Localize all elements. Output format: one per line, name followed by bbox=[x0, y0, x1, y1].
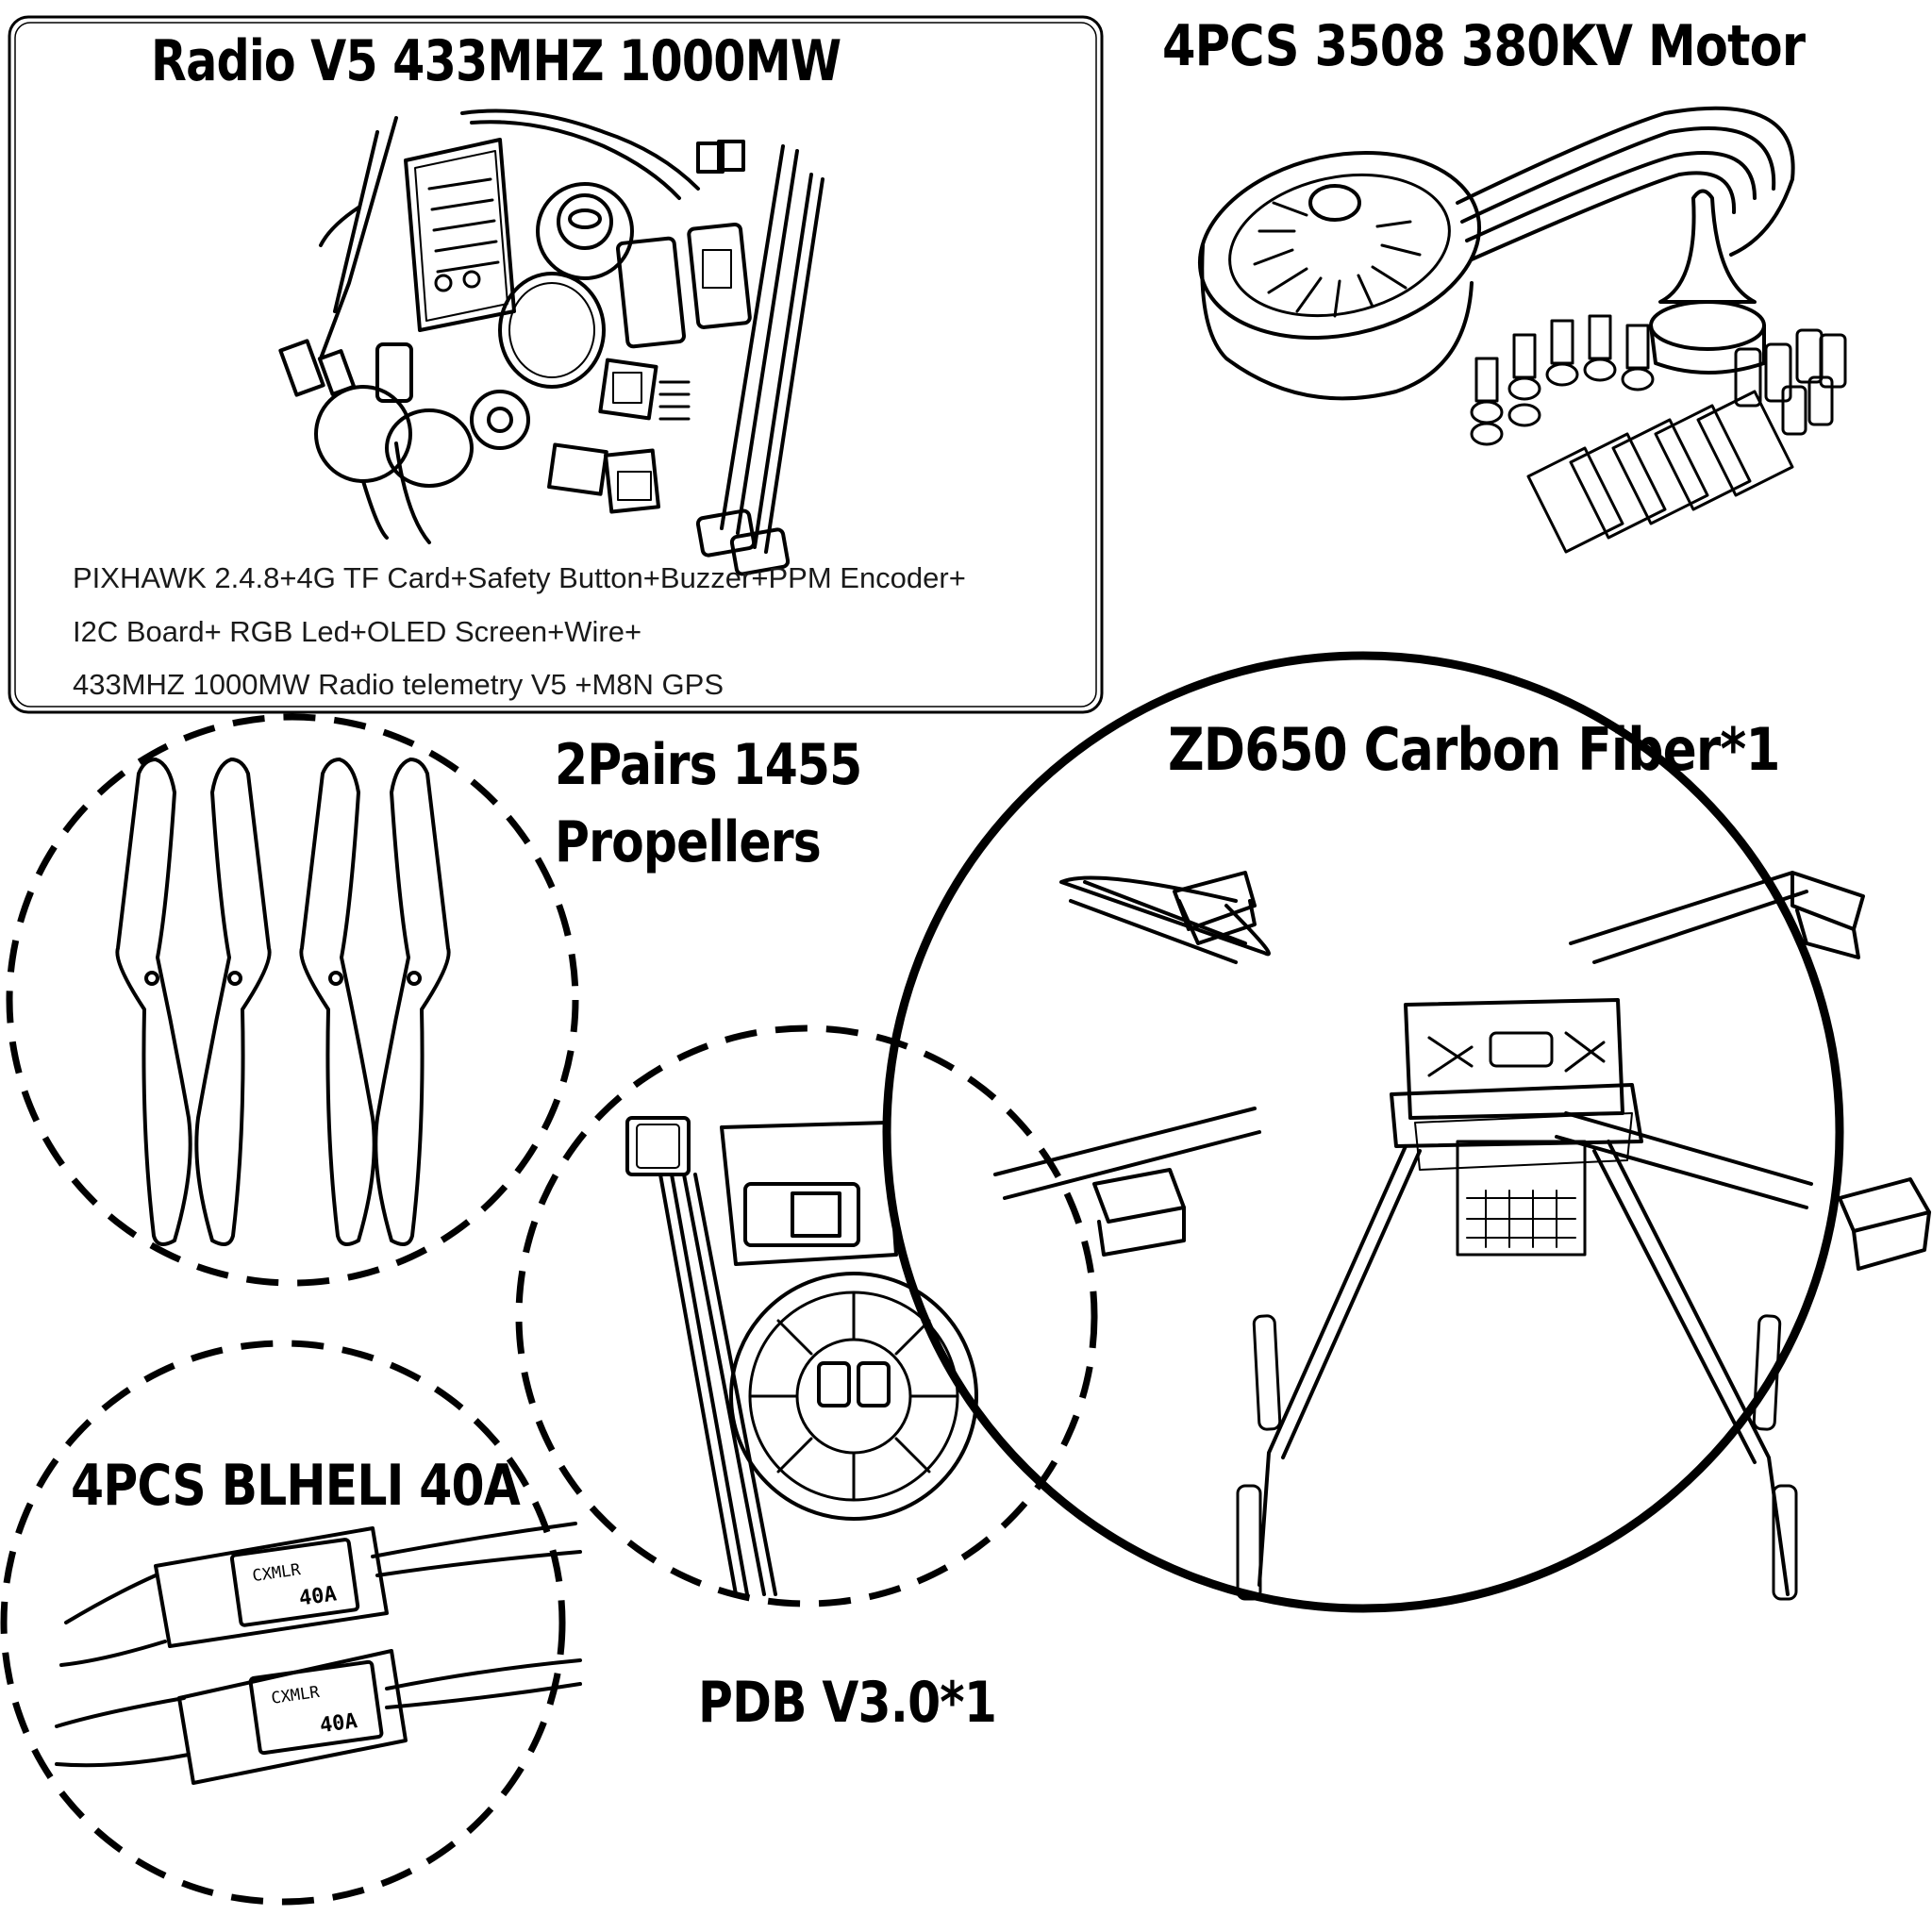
esc-label-2: 40A bbox=[297, 1582, 338, 1610]
radio-kit-line-3: 433MHZ 1000MW Radio telemetry V5 +M8N GP… bbox=[73, 668, 724, 701]
radio-kit-title: Radio V5 433MHZ 1000MW bbox=[151, 28, 841, 94]
esc-illustration bbox=[55, 1522, 582, 1785]
esc-label-1: CXMLR bbox=[251, 1560, 302, 1586]
propellers-circle bbox=[6, 713, 579, 1287]
motor-illustration bbox=[1197, 106, 1847, 554]
radio-kit-line-1: PIXHAWK 2.4.8+4G TF Card+Safety Button+B… bbox=[73, 561, 966, 594]
frame-title: ZD650 Carbon Fiber*1 bbox=[1168, 715, 1780, 784]
radio-kit-box-inner bbox=[14, 22, 1097, 708]
esc-labels: CXMLR 40A CXMLR 40A bbox=[251, 1560, 358, 1738]
esc-label-3: CXMLR bbox=[270, 1683, 321, 1708]
propellers-illustration bbox=[115, 758, 451, 1246]
pdb-title: PDB V3.0*1 bbox=[698, 1670, 997, 1736]
propellers-title-line-1: 2Pairs 1455 bbox=[555, 732, 862, 798]
radio-kit-parts-illustration bbox=[278, 108, 824, 576]
esc-circle bbox=[0, 1340, 566, 1906]
pdb-circle bbox=[515, 1024, 1098, 1607]
esc-title: 4PCS BLHELI 40A bbox=[71, 1453, 521, 1519]
radio-kit-line-2: I2C Board+ RGB Led+OLED Screen+Wire+ bbox=[73, 615, 642, 648]
pdb-illustration bbox=[625, 1116, 978, 1596]
esc-label-4: 40A bbox=[318, 1709, 358, 1738]
frame-illustration bbox=[993, 871, 1931, 1601]
motor-title: 4PCS 3508 380KV Motor bbox=[1162, 13, 1806, 79]
radio-kit-box bbox=[8, 15, 1104, 714]
propellers-title-line-2: Propellers bbox=[555, 809, 822, 875]
